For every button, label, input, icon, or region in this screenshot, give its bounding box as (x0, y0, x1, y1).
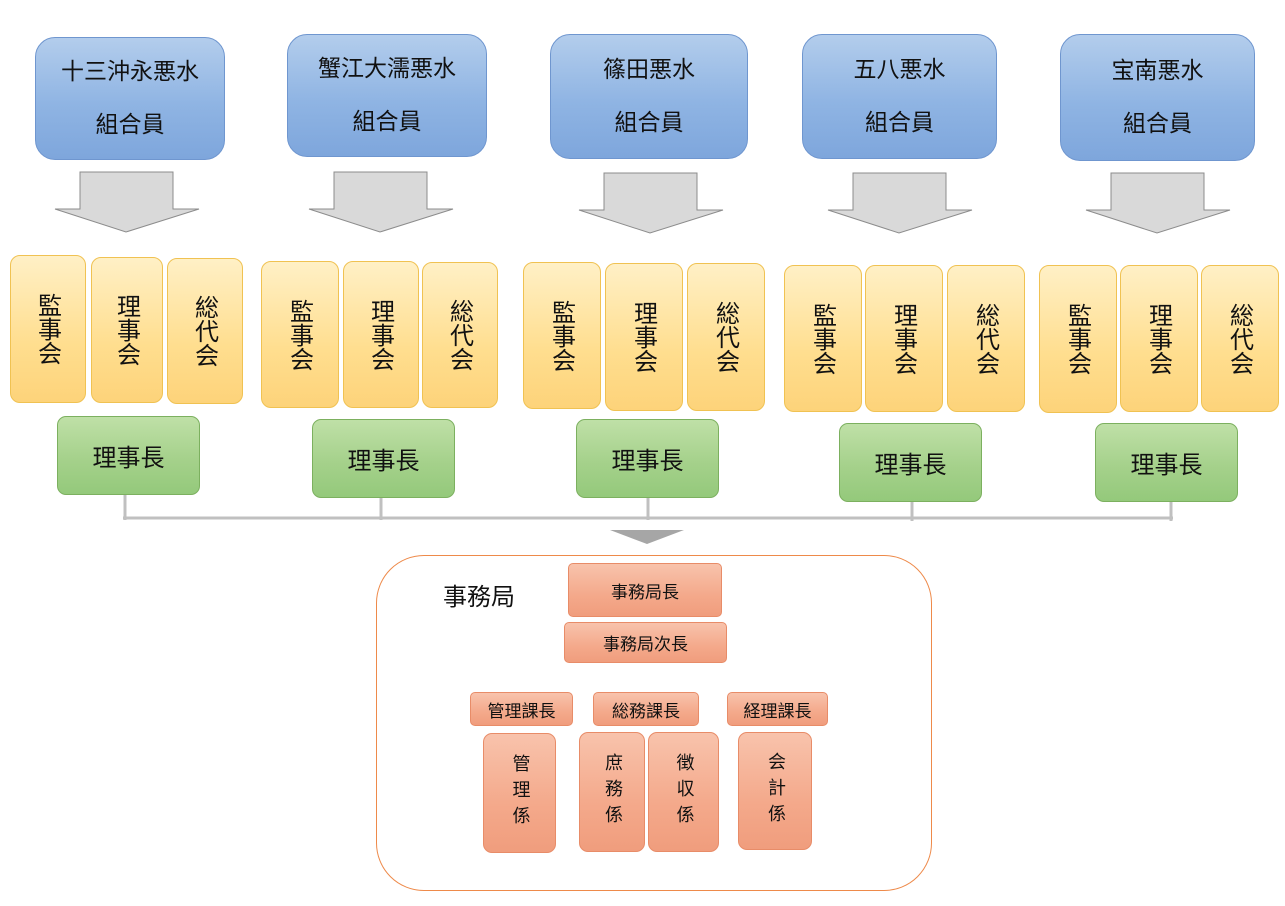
association-name: 十三沖永悪水 (61, 58, 199, 85)
member-box-3: 篠田悪水 組合員 (550, 34, 748, 159)
down-arrow-icon (308, 171, 454, 233)
association-name: 篠田悪水 (603, 56, 695, 83)
members-label: 組合員 (352, 108, 422, 135)
board-of-directors-box: 理事会 (343, 261, 419, 408)
management-unit-box: 管理係 (483, 733, 556, 853)
general-affairs-section-chief-box: 総務課長 (593, 692, 699, 726)
management-section-chief-box: 管理課長 (470, 692, 573, 726)
representative-assembly-box: 総代会 (687, 263, 765, 411)
audit-board-box: 監事会 (261, 261, 339, 408)
association-name: 宝南悪水 (1111, 57, 1204, 84)
clerical-unit-box: 庶務係 (579, 732, 645, 852)
audit-board-box: 監事会 (784, 265, 862, 412)
down-arrow-to-office (610, 530, 684, 544)
accounting-unit-box: 会計係 (738, 732, 812, 850)
members-label: 組合員 (95, 111, 165, 138)
secretariat-title: 事務局 (443, 583, 515, 611)
audit-board-box: 監事会 (523, 262, 601, 409)
chairman-box: 理事長 (576, 419, 719, 498)
chairman-box: 理事長 (57, 416, 200, 495)
representative-assembly-box: 総代会 (167, 258, 243, 404)
association-name: 五八悪水 (853, 56, 946, 83)
members-label: 組合員 (1123, 110, 1192, 137)
association-name: 蟹江大濡悪水 (318, 55, 456, 82)
representative-assembly-box: 総代会 (947, 265, 1025, 412)
chairman-box: 理事長 (839, 423, 982, 502)
down-arrow-icon (1085, 172, 1231, 234)
member-box-5: 宝南悪水 組合員 (1060, 34, 1255, 161)
secretary-general-box: 事務局長 (568, 563, 722, 617)
board-of-directors-box: 理事会 (1120, 265, 1198, 412)
member-box-4: 五八悪水 組合員 (802, 34, 997, 159)
audit-board-box: 監事会 (1039, 265, 1117, 413)
collection-unit-box: 徴収係 (648, 732, 719, 852)
down-arrow-icon (827, 172, 973, 234)
representative-assembly-box: 総代会 (422, 262, 498, 408)
member-box-1: 十三沖永悪水 組合員 (35, 37, 225, 160)
audit-board-box: 監事会 (10, 255, 86, 403)
chairman-box: 理事長 (312, 419, 455, 498)
member-box-2: 蟹江大濡悪水 組合員 (287, 34, 487, 157)
representative-assembly-box: 総代会 (1201, 265, 1279, 412)
deputy-secretary-general-box: 事務局次長 (564, 622, 727, 663)
chairman-box: 理事長 (1095, 423, 1238, 502)
board-of-directors-box: 理事会 (91, 257, 163, 403)
board-of-directors-box: 理事会 (865, 265, 943, 412)
down-arrow-icon (54, 171, 200, 233)
down-arrow-icon (578, 172, 724, 234)
accounting-section-chief-box: 経理課長 (727, 692, 828, 726)
board-of-directors-box: 理事会 (605, 263, 683, 411)
members-label: 組合員 (614, 109, 684, 136)
members-label: 組合員 (865, 109, 934, 136)
